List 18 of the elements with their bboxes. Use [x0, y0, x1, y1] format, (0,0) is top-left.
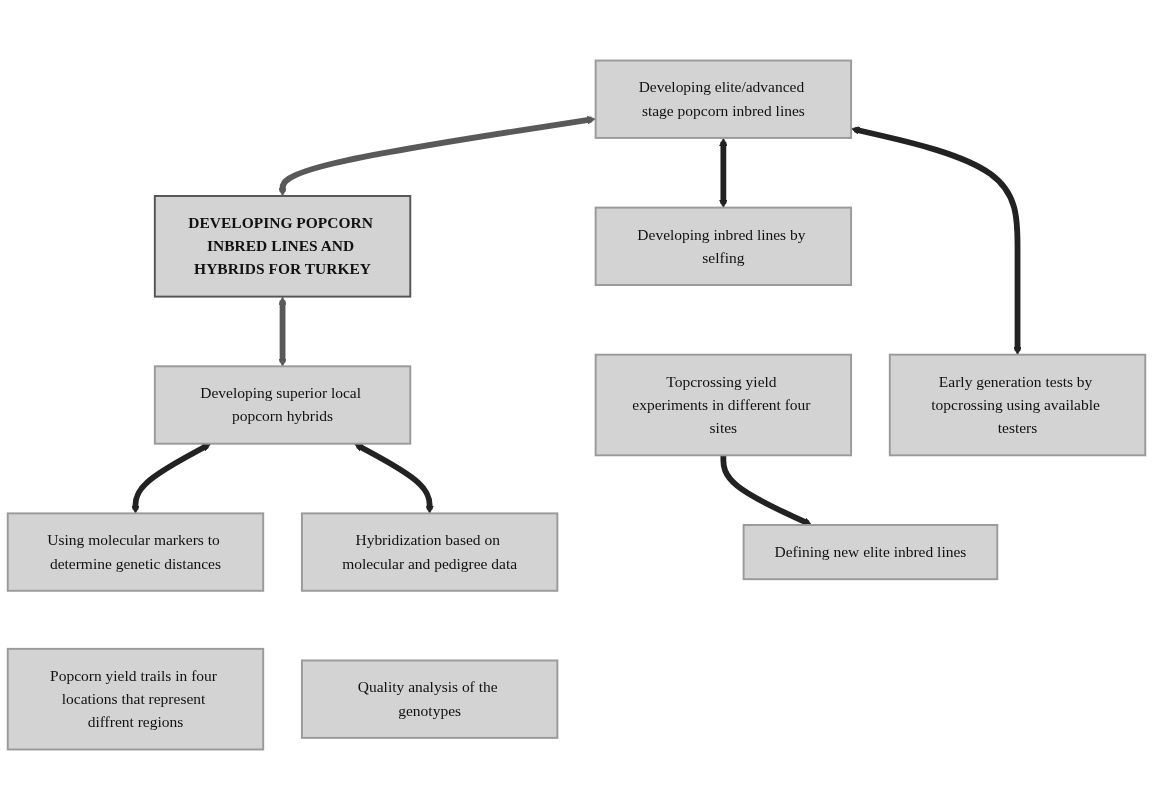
- arrow: [851, 126, 1022, 356]
- arrow: [720, 455, 812, 526]
- node-box: Developing superior local popcorn hybrids: [153, 365, 412, 445]
- arrow: [278, 115, 596, 197]
- arrow: [278, 296, 287, 367]
- node-box: Popcorn yield trails in four locations that represent diffrent regions: [6, 647, 265, 751]
- arrow: [354, 443, 434, 514]
- node-box: Quality analysis of the genotypes: [300, 659, 559, 739]
- arrow: [719, 137, 728, 208]
- node-box: Early generation tests by topcrossing using available testers: [888, 353, 1147, 457]
- node-box: Hybridization based on molecular and pedigree data: [300, 512, 559, 592]
- arrow: [131, 443, 211, 514]
- node-box: DEVELOPING POPCORN INBRED LINES AND HYBRIDS FOR TURKEY: [153, 195, 412, 298]
- node-box: Defining new elite inbred lines: [742, 524, 999, 581]
- node-box: Topcrossing yield experiments in different four sites: [594, 353, 853, 457]
- node-box: Using molecular markers to determine genetic distances: [6, 512, 265, 592]
- node-box: Developing inbred lines by selfing: [594, 206, 853, 286]
- node-box: Developing elite/advanced stage popcorn inbred lines: [594, 59, 853, 139]
